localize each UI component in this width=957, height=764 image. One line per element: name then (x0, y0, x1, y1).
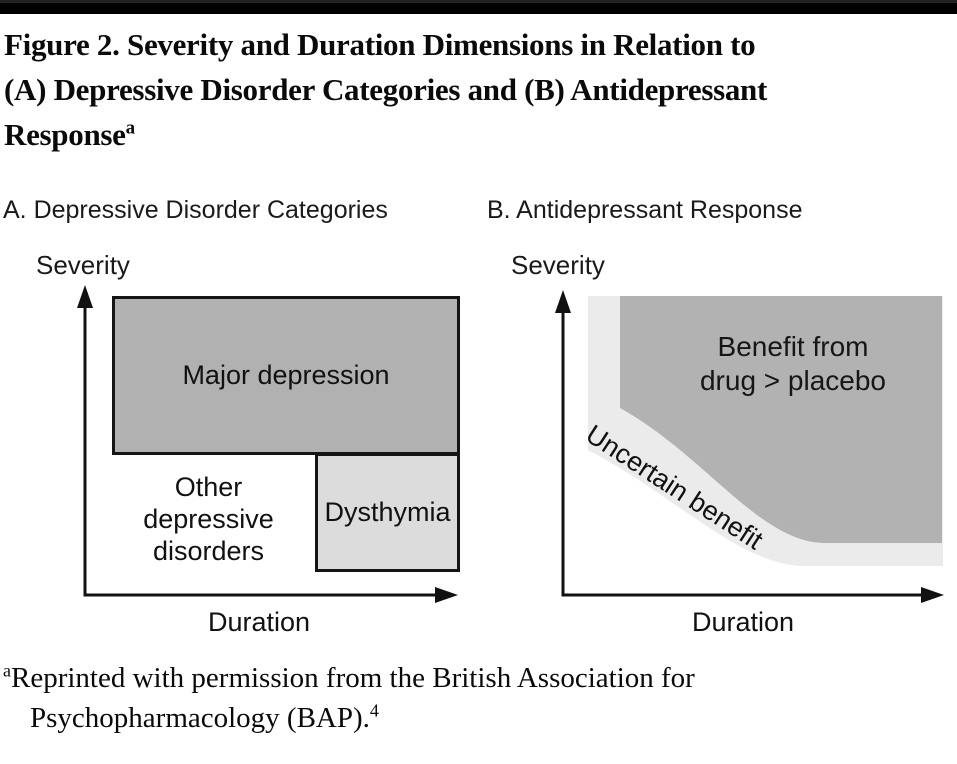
panel-b-plot (555, 290, 944, 603)
footnote-reference: 4 (369, 700, 379, 721)
panel-b-header: B. Antidepressant Response (487, 196, 803, 224)
major-depression-label: Major depression (182, 360, 390, 390)
figure-title-line-3: Responsea (4, 117, 136, 152)
panel-b-y-axis-label: Severity (511, 250, 605, 280)
panel-b-x-axis-arrowhead (921, 587, 944, 603)
panel-a-y-axis-label: Severity (36, 250, 130, 280)
bottom-rule (0, 0, 957, 3)
major-depression-region: Major depression (112, 296, 460, 455)
benefit-from-drug-label: Benefit from drug > placebo (699, 331, 887, 396)
dysthymia-region: Dysthymia (315, 453, 460, 572)
dysthymia-label: Dysthymia (324, 497, 451, 527)
footnote-marker: a (3, 660, 11, 681)
footnote-line-1: aReprinted with permission from the Brit… (3, 660, 695, 694)
other-depressive-disorders-label: Other depressive disorders (143, 472, 274, 566)
panel-a-header: A. Depressive Disorder Categories (3, 196, 388, 224)
title-superscript: a (125, 117, 136, 139)
figure-title-line-2: (A) Depressive Disorder Categories and (… (4, 72, 768, 107)
panel-b-y-axis-arrowhead (555, 290, 571, 313)
panel-a-y-axis-arrowhead (77, 285, 93, 308)
panel-a-x-axis-arrowhead (435, 587, 458, 603)
panel-b-x-axis-label: Duration (691, 607, 795, 637)
footnote-line-2: Psychopharmacology (BAP).4 (30, 700, 379, 734)
panel-a-x-axis-label: Duration (207, 607, 311, 637)
top-rule (0, 0, 957, 14)
figure-title-line-1: Figure 2. Severity and Duration Dimensio… (4, 27, 756, 62)
panel-a-axes (77, 285, 458, 603)
figure-title: Figure 2. Severity and Duration Dimensio… (4, 22, 954, 157)
footnote: aReprinted with permission from the Brit… (3, 658, 903, 738)
benefit-region (620, 296, 942, 543)
